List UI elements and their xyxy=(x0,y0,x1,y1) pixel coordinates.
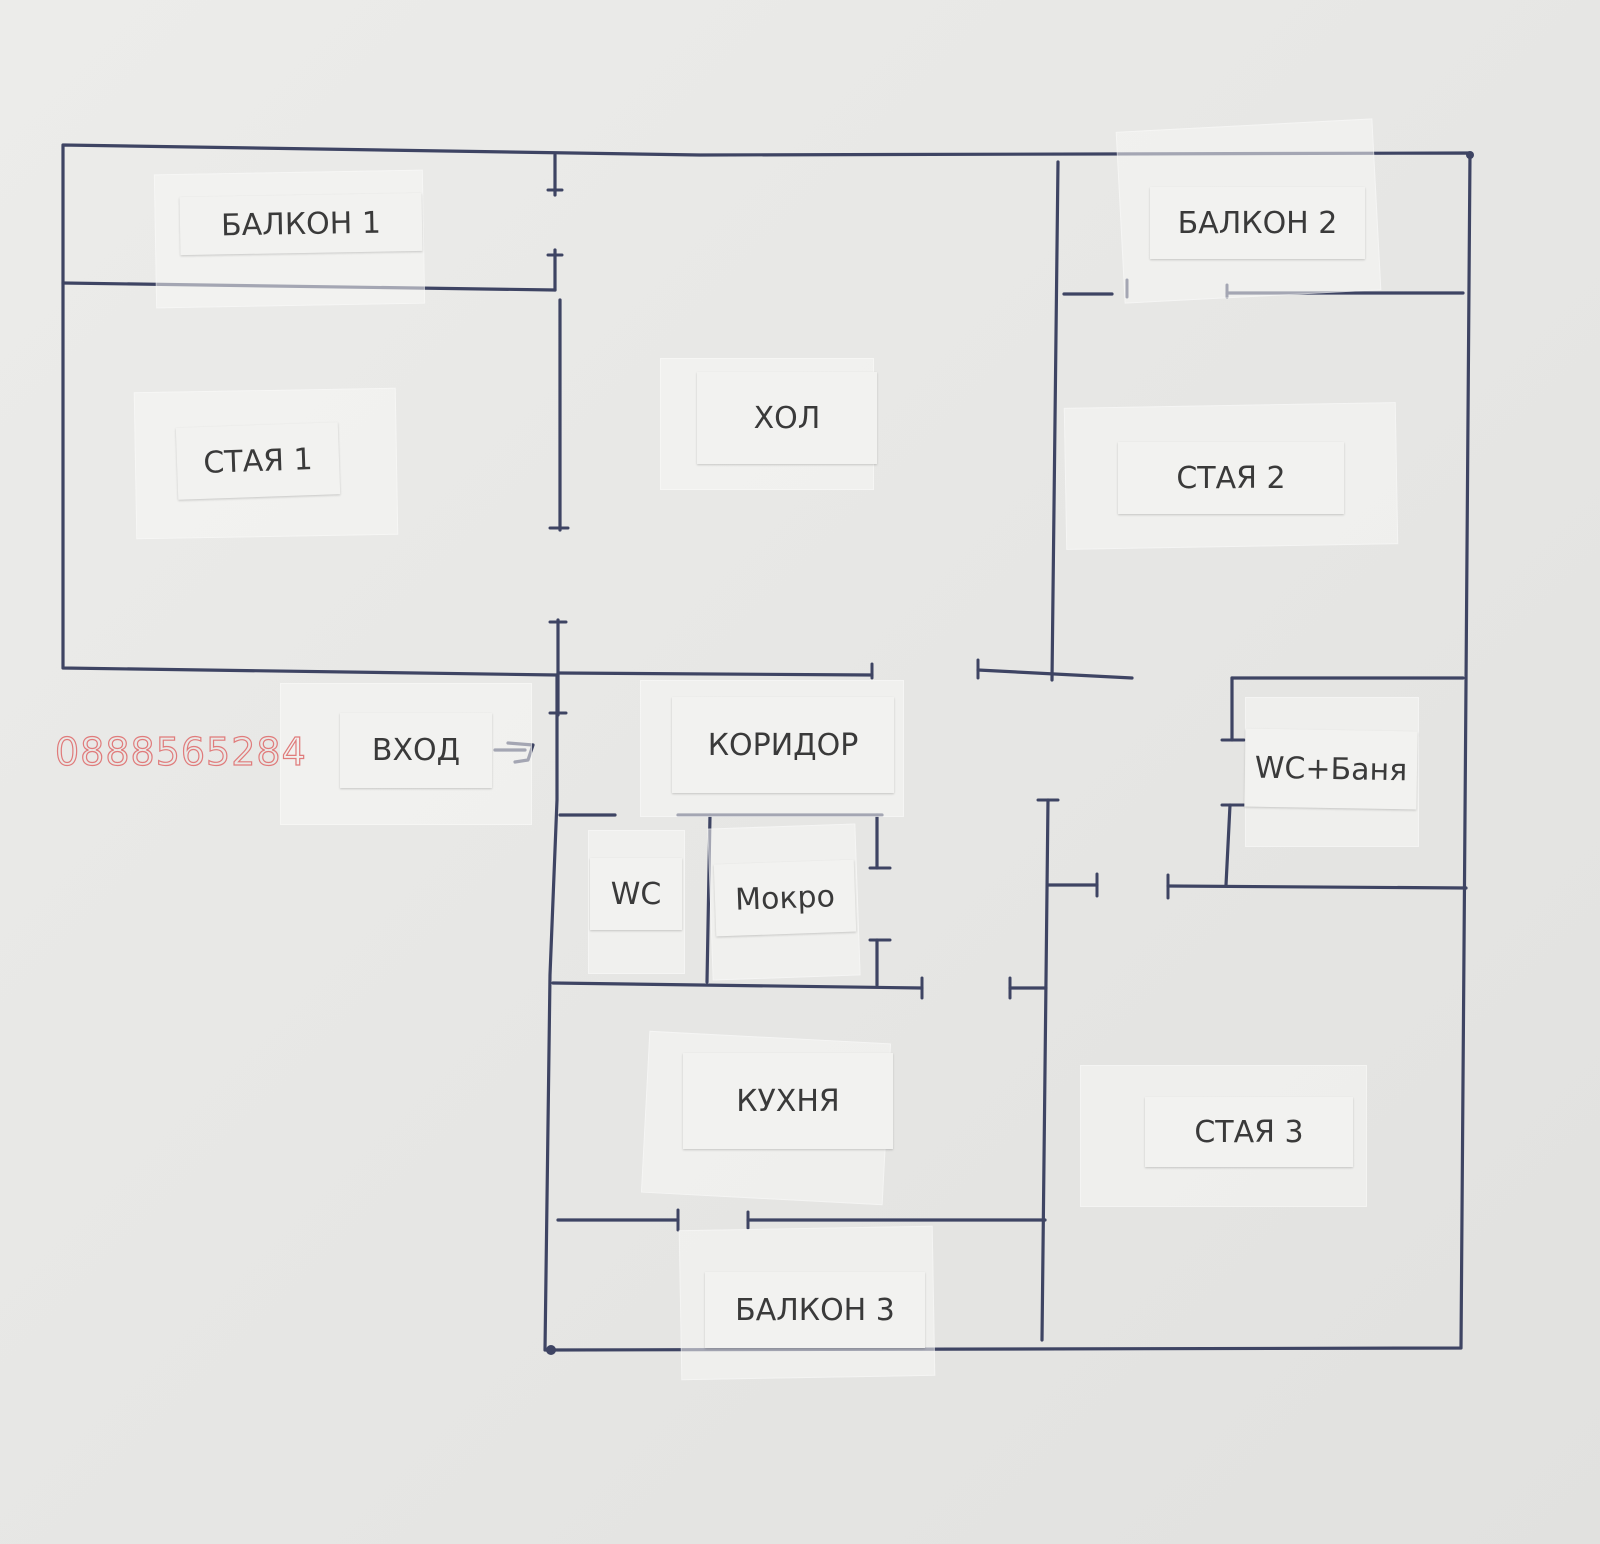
outer-wall xyxy=(61,143,1472,1352)
wall-room3-left xyxy=(1040,798,1050,1342)
room-label-wc-bath: WC+Баня xyxy=(1244,728,1418,810)
wall-bath-bottom xyxy=(1166,884,1468,890)
room-label-balcony2: БАЛКОН 2 xyxy=(1150,187,1365,259)
phone-watermark: 0888565284 xyxy=(54,729,307,774)
wall-room2-bottom xyxy=(976,668,1134,680)
room-label-balcony1: БАЛКОН 1 xyxy=(179,192,423,256)
room-label-kitchen: КУХНЯ xyxy=(683,1053,893,1149)
wall-room2-left xyxy=(1050,160,1060,682)
room-label-corridor: КОРИДОР xyxy=(672,697,894,793)
room-label-room3: СТАЯ 3 xyxy=(1145,1097,1353,1167)
room-label-room2: СТАЯ 2 xyxy=(1118,442,1344,514)
room-label-wc: WC xyxy=(590,858,682,930)
wall-hall-bottom xyxy=(556,671,874,677)
room-label-hall: ХОЛ xyxy=(697,372,877,464)
wall-kitchen-top xyxy=(551,981,924,990)
room-label-entrance: ВХОД xyxy=(340,713,492,788)
room-label-balcony3: БАЛКОН 3 xyxy=(705,1272,925,1348)
room-label-wet: Мокро xyxy=(713,859,857,937)
room-label-room1: СТАЯ 1 xyxy=(175,422,341,500)
